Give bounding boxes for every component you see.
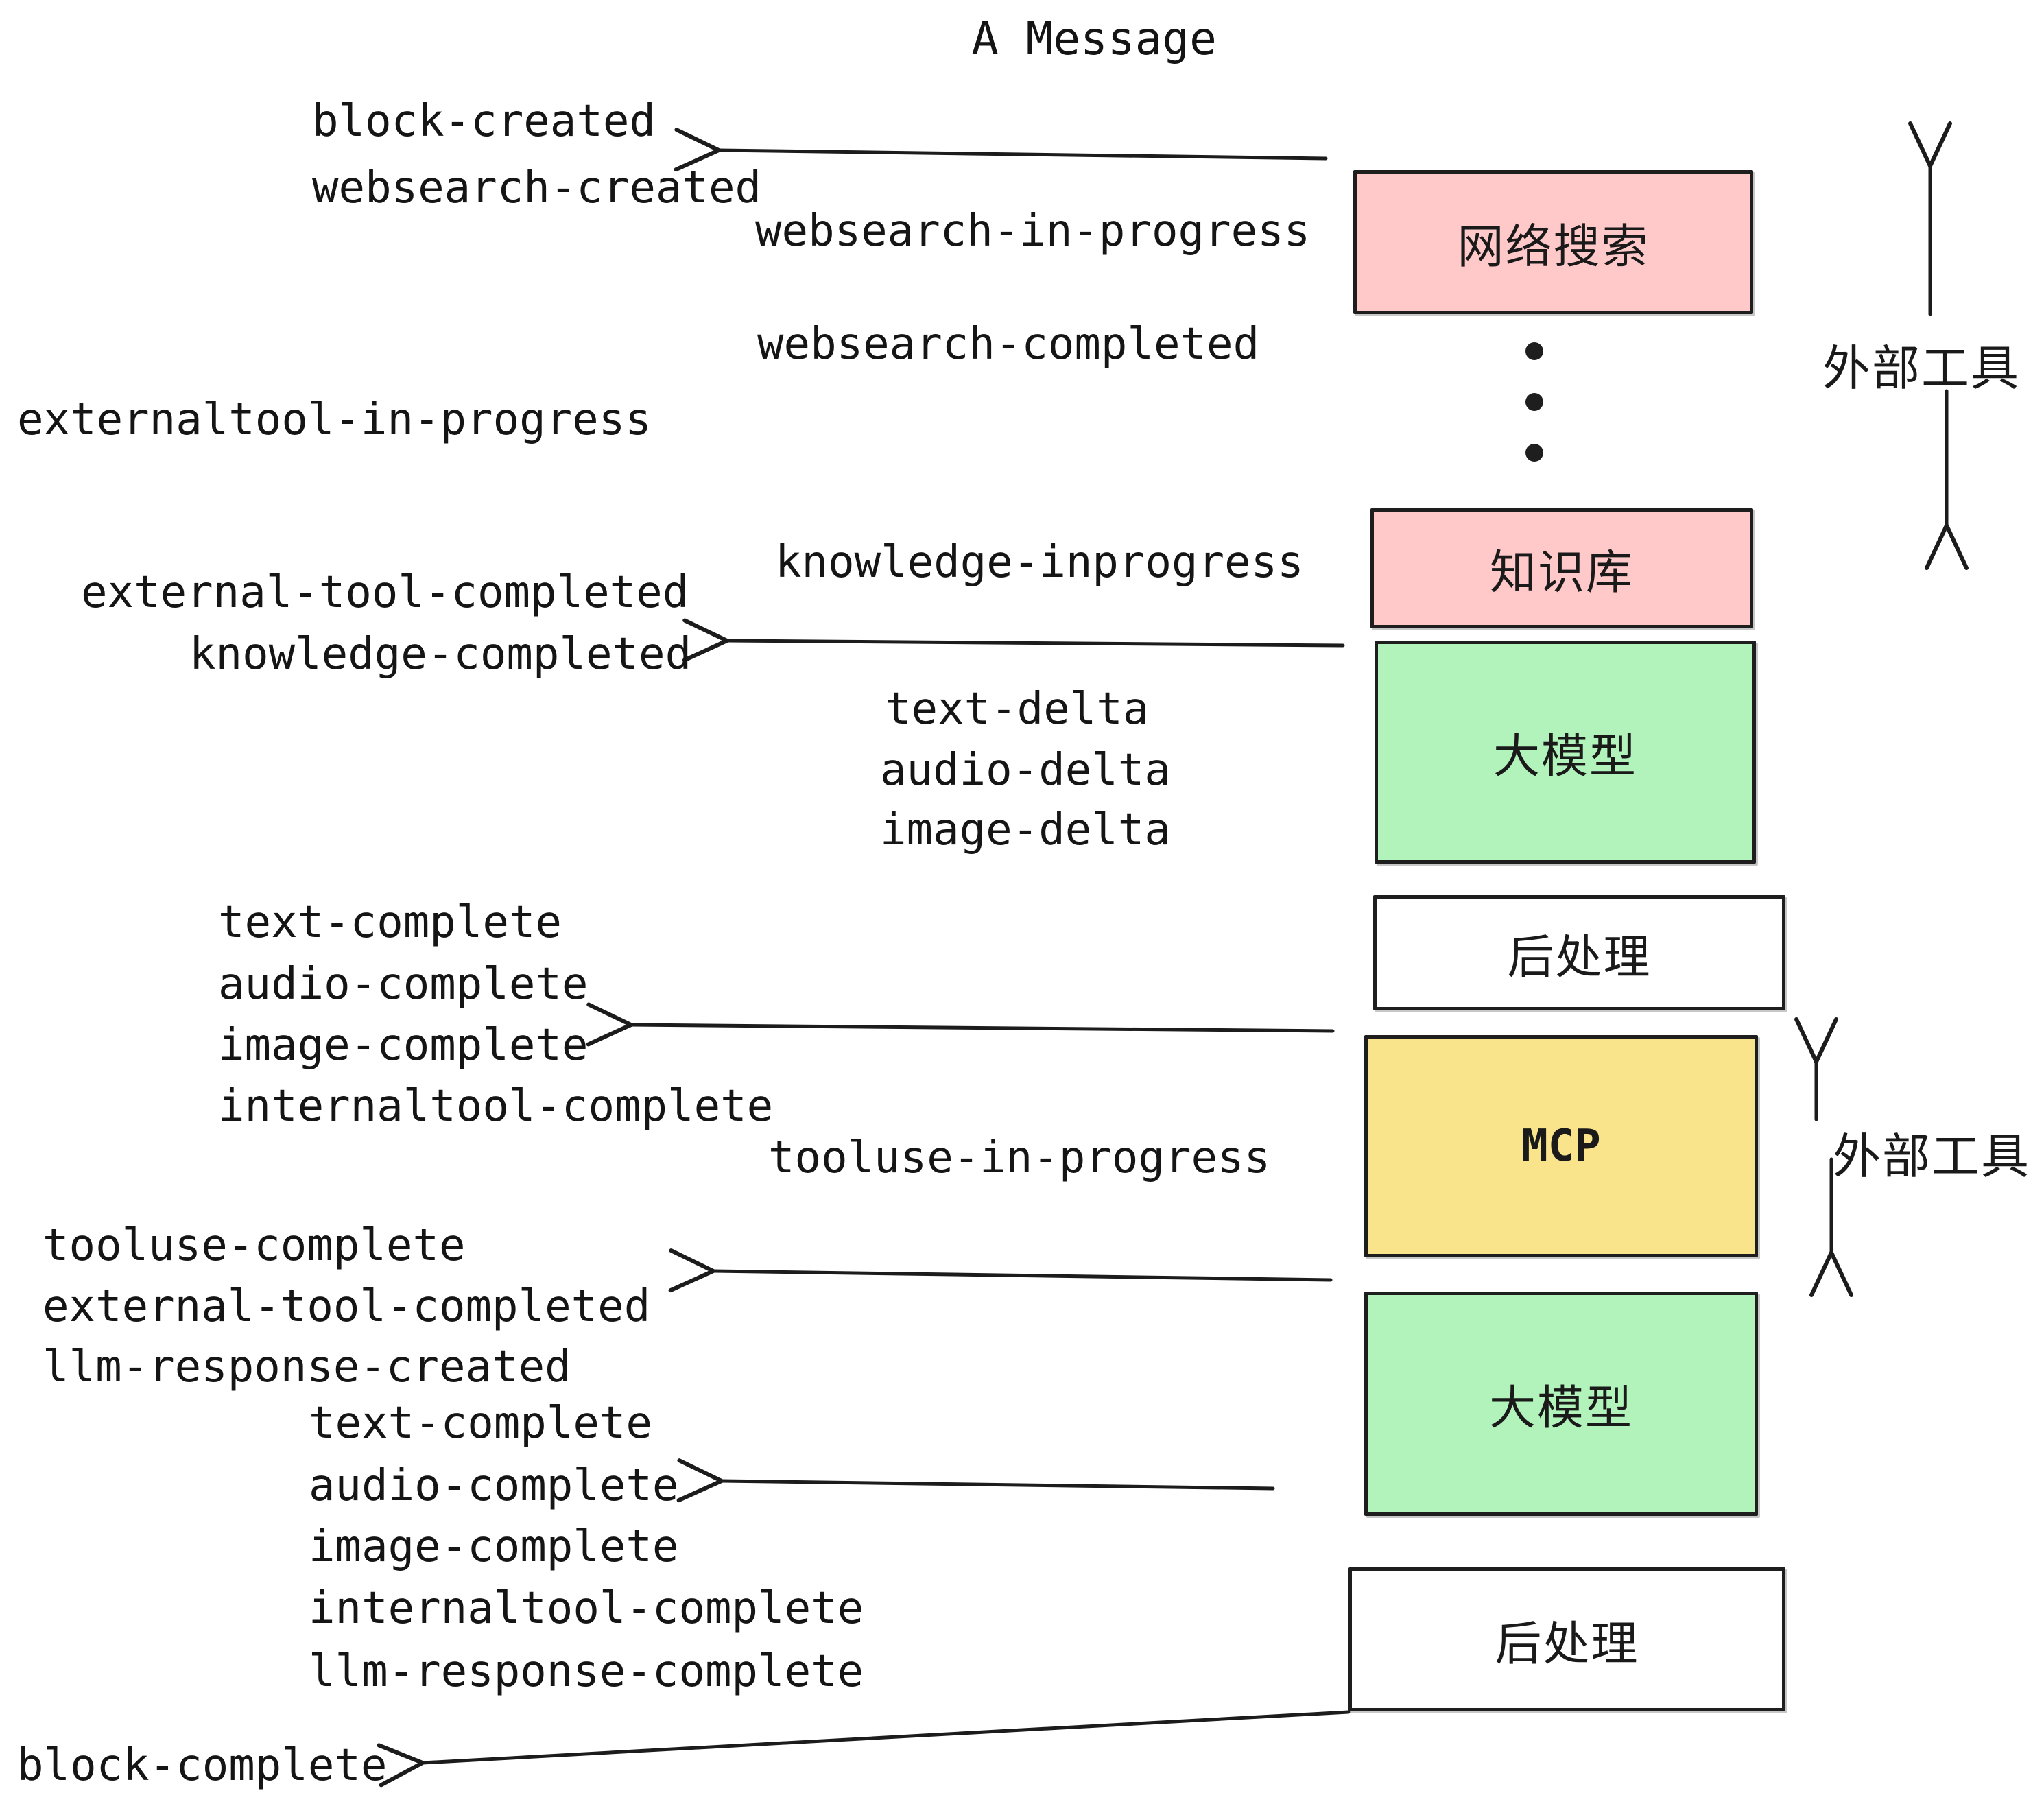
event-label-image-complete: image-complete <box>218 1020 589 1071</box>
event-label-internaltool-complete-2: internaltool-complete <box>309 1583 864 1634</box>
event-label-image-complete-2: image-complete <box>309 1521 679 1572</box>
event-label-image-delta: image-delta <box>880 805 1171 855</box>
event-label-llm-response-complete: llm-response-complete <box>309 1646 864 1697</box>
box-llm-1: 大模型 <box>1375 641 1756 864</box>
box-postprocess-2-label: 后处理 <box>1495 1617 1639 1672</box>
box-mcp-label: MCP <box>1521 1121 1601 1172</box>
arrow-to-tooluse-complete <box>713 1271 1333 1280</box>
event-label-websearch-completed: websearch-completed <box>757 319 1260 370</box>
ellipsis-dots <box>1525 342 1543 462</box>
event-label-websearch-created: websearch-created <box>312 163 762 213</box>
event-label-audio-complete-2: audio-complete <box>309 1460 679 1511</box>
event-label-llm-response-created: llm-response-created <box>43 1342 571 1392</box>
box-llm-1-label: 大模型 <box>1493 730 1637 784</box>
arrow-to-block-complete <box>423 1710 1351 1763</box>
box-postprocess-1: 后处理 <box>1373 895 1785 1010</box>
box-llm-2: 大模型 <box>1364 1292 1758 1516</box>
event-label-knowledge-inprogress: knowledge-inprogress <box>775 537 1304 588</box>
box-postprocess-1-label: 后处理 <box>1507 930 1652 985</box>
box-llm-2-label: 大模型 <box>1488 1381 1633 1436</box>
arrow-websearch-to-block-created <box>719 150 1328 158</box>
event-label-external-tool-completed-2: external-tool-completed <box>43 1281 651 1332</box>
box-knowledge-base: 知识库 <box>1370 508 1753 628</box>
box-mcp: MCP <box>1364 1035 1758 1257</box>
event-label-internaltool-complete: internaltool-complete <box>218 1081 774 1132</box>
event-label-block-created: block-created <box>312 96 656 147</box>
box-websearch: 网络搜索 <box>1353 170 1753 314</box>
arrow-to-image-complete <box>631 1025 1335 1031</box>
event-label-block-complete: block-complete <box>17 1740 388 1791</box>
arrow-to-audio-complete <box>722 1481 1275 1488</box>
box-knowledge-base-label: 知识库 <box>1489 546 1634 600</box>
event-label-tooluse-complete: tooluse-complete <box>43 1220 466 1271</box>
event-label-websearch-in-progress: websearch-in-progress <box>755 206 1311 257</box>
external-tools-annotation-2: 外部工具 <box>1833 1128 2030 1185</box>
event-label-audio-delta: audio-delta <box>880 745 1171 796</box>
event-label-text-complete: text-complete <box>218 897 562 948</box>
event-label-tooluse-in-progress: tooluse-in-progress <box>768 1132 1271 1183</box>
event-label-text-delta: text-delta <box>885 684 1150 735</box>
event-label-text-complete-2: text-complete <box>309 1398 652 1449</box>
arrow-to-knowledge-completed <box>727 641 1345 645</box>
box-postprocess-2: 后处理 <box>1348 1567 1785 1711</box>
event-label-external-tool-completed: external-tool-completed <box>81 567 689 618</box>
event-label-audio-complete: audio-complete <box>218 959 589 1010</box>
event-label-externaltool-in-progress: externaltool-in-progress <box>17 394 652 445</box>
event-label-knowledge-completed: knowledge-completed <box>189 629 692 680</box>
page-title: A Message <box>971 12 1217 65</box>
box-websearch-label: 网络搜索 <box>1457 219 1650 274</box>
external-tools-annotation-1: 外部工具 <box>1822 340 2020 396</box>
